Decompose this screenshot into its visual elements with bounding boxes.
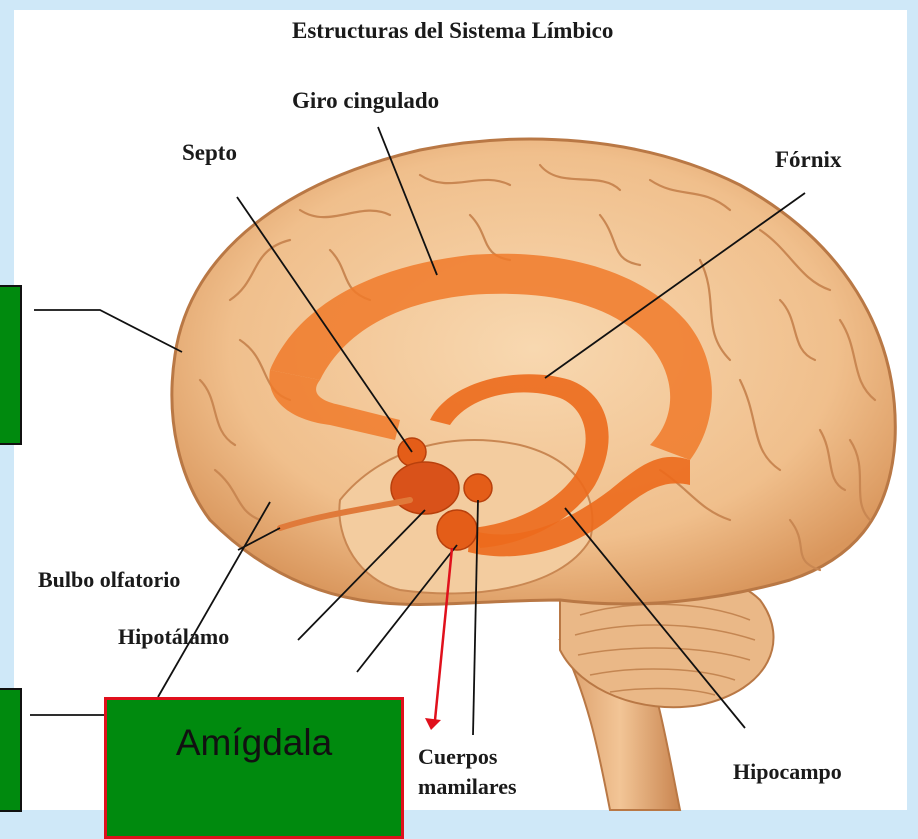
diagram-title: Estructuras del Sistema Límbico — [292, 18, 613, 44]
mammillary-nucleus — [464, 474, 492, 502]
label-bulbo-olfatorio: Bulbo olfatorio — [38, 567, 180, 593]
label-hipocampo: Hipocampo — [733, 759, 842, 785]
answer-box-amigdala[interactable]: Amígdala — [104, 697, 404, 839]
label-cuerpos-line1: Cuerpos — [418, 742, 517, 772]
answer-box-left-top[interactable] — [0, 285, 22, 445]
label-fornix: Fórnix — [775, 147, 841, 173]
label-cuerpos-line2: mamilares — [418, 772, 517, 802]
amigdala-label: Amígdala — [107, 722, 401, 764]
amygdala-nucleus — [437, 510, 477, 550]
answer-box-left-bottom[interactable] — [0, 688, 22, 812]
label-giro-cingulado: Giro cingulado — [292, 88, 439, 114]
hypothalamus-nucleus — [391, 462, 459, 514]
label-septo: Septo — [182, 140, 237, 166]
label-cuerpos-mamilares: Cuerpos mamilares — [418, 742, 517, 802]
label-hipotalamo: Hipotálamo — [118, 624, 229, 650]
